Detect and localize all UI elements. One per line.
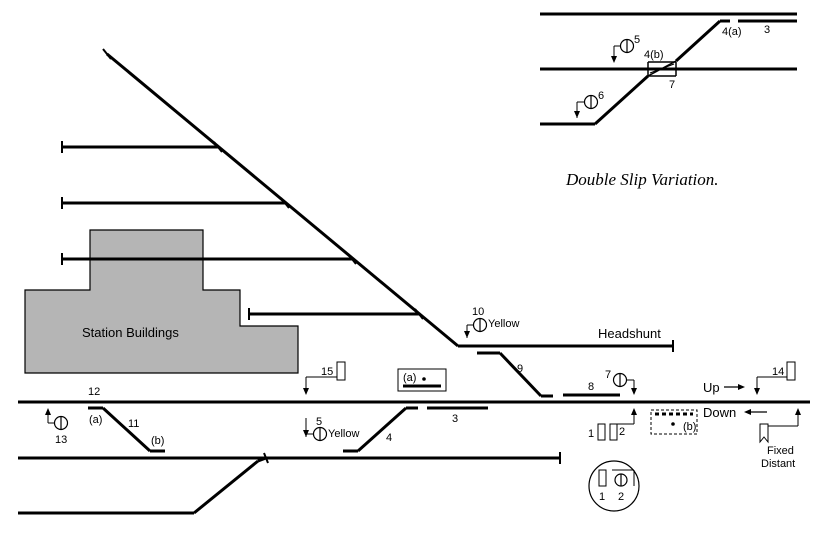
slip-label-7: 7 (669, 79, 675, 91)
signal-5-number: 5 (316, 416, 322, 428)
signal-15 (303, 361, 346, 395)
slip-label-3: 3 (764, 24, 770, 36)
slip-signal-5-number: 5 (634, 34, 640, 46)
slip-label-4a: 4(a) (722, 26, 742, 38)
bottom-siding-curve (257, 456, 267, 463)
signal-10-yellow-text: Yellow (488, 318, 519, 330)
station-buildings-label: Station Buildings (82, 325, 179, 340)
ground-frame-a-label: (a) (403, 372, 416, 384)
signal-7 (612, 372, 637, 395)
point-11-label-b: (b) (151, 435, 164, 447)
ground-signals-1-2 (597, 408, 637, 441)
point-4-label: 4 (386, 432, 392, 444)
double-slip-caption: Double Slip Variation. (565, 170, 719, 189)
signal-13 (45, 408, 69, 431)
up-arrow-icon (724, 384, 745, 390)
inset-signal-1-number: 1 (599, 491, 605, 503)
headshunt-label: Headshunt (598, 326, 661, 341)
lockbar-8-label: 8 (588, 381, 594, 393)
slip-signal-5 (611, 38, 635, 63)
ladder-diagonal-stop (102, 48, 112, 60)
signal-14-number: 14 (772, 366, 784, 378)
siding-junction-4 (414, 308, 424, 320)
lockbar-3-label: 3 (452, 413, 458, 425)
slip-label-4b: 4(b) (644, 49, 664, 61)
point-4-diagonal (356, 406, 408, 453)
signal-10-yellow (464, 317, 488, 338)
ground-frame-a-dot (422, 377, 426, 381)
point-9-label: 9 (517, 363, 523, 375)
signal-10-number: 10 (472, 306, 484, 318)
signal-15-number: 15 (321, 366, 333, 378)
down-arrow-icon (744, 409, 767, 415)
station-buildings (24, 229, 299, 374)
signal-14 (754, 361, 796, 395)
ground-frame-b (650, 409, 698, 435)
ground-frame-b-label: (b) (683, 421, 696, 433)
signal-7-number: 7 (605, 369, 611, 381)
bottom-siding-diagonal (193, 459, 259, 515)
siding-junction-3 (347, 253, 357, 265)
slip-signal-6-number: 6 (598, 90, 604, 102)
double-slip-inset (540, 12, 797, 126)
fixed-distant-label-2: Distant (761, 458, 795, 470)
slip-upper-diagonal (674, 19, 722, 63)
down-direction-label: Down (703, 405, 736, 420)
signal-5-yellow (303, 418, 328, 442)
signal-5-yellow-text: Yellow (328, 428, 359, 440)
ground-signal-2-number: 2 (619, 426, 625, 438)
point-11-label-a: (a) (89, 414, 102, 426)
slip-lower-diagonal (593, 74, 650, 126)
up-direction-label: Up (703, 380, 720, 395)
point-11-label: 11 (128, 418, 139, 430)
inset-signals-circle (588, 460, 640, 512)
ground-frame-b-dot (671, 422, 675, 426)
inset-signal-2-number: 2 (618, 491, 624, 503)
main-line-label-12: 12 (88, 386, 100, 398)
siding-junction-1 (213, 141, 223, 153)
ground-signal-1-number: 1 (588, 428, 594, 440)
point-9-diagonal (498, 351, 543, 398)
slip-signal-6 (574, 94, 599, 118)
slip-crossing-6 (649, 63, 675, 74)
siding-junction-2 (280, 197, 290, 209)
fixed-distant-signal (759, 408, 801, 444)
signal-13-number: 13 (55, 434, 67, 446)
fixed-distant-label-1: Fixed (767, 445, 794, 457)
point-11-diagonal (101, 406, 152, 453)
